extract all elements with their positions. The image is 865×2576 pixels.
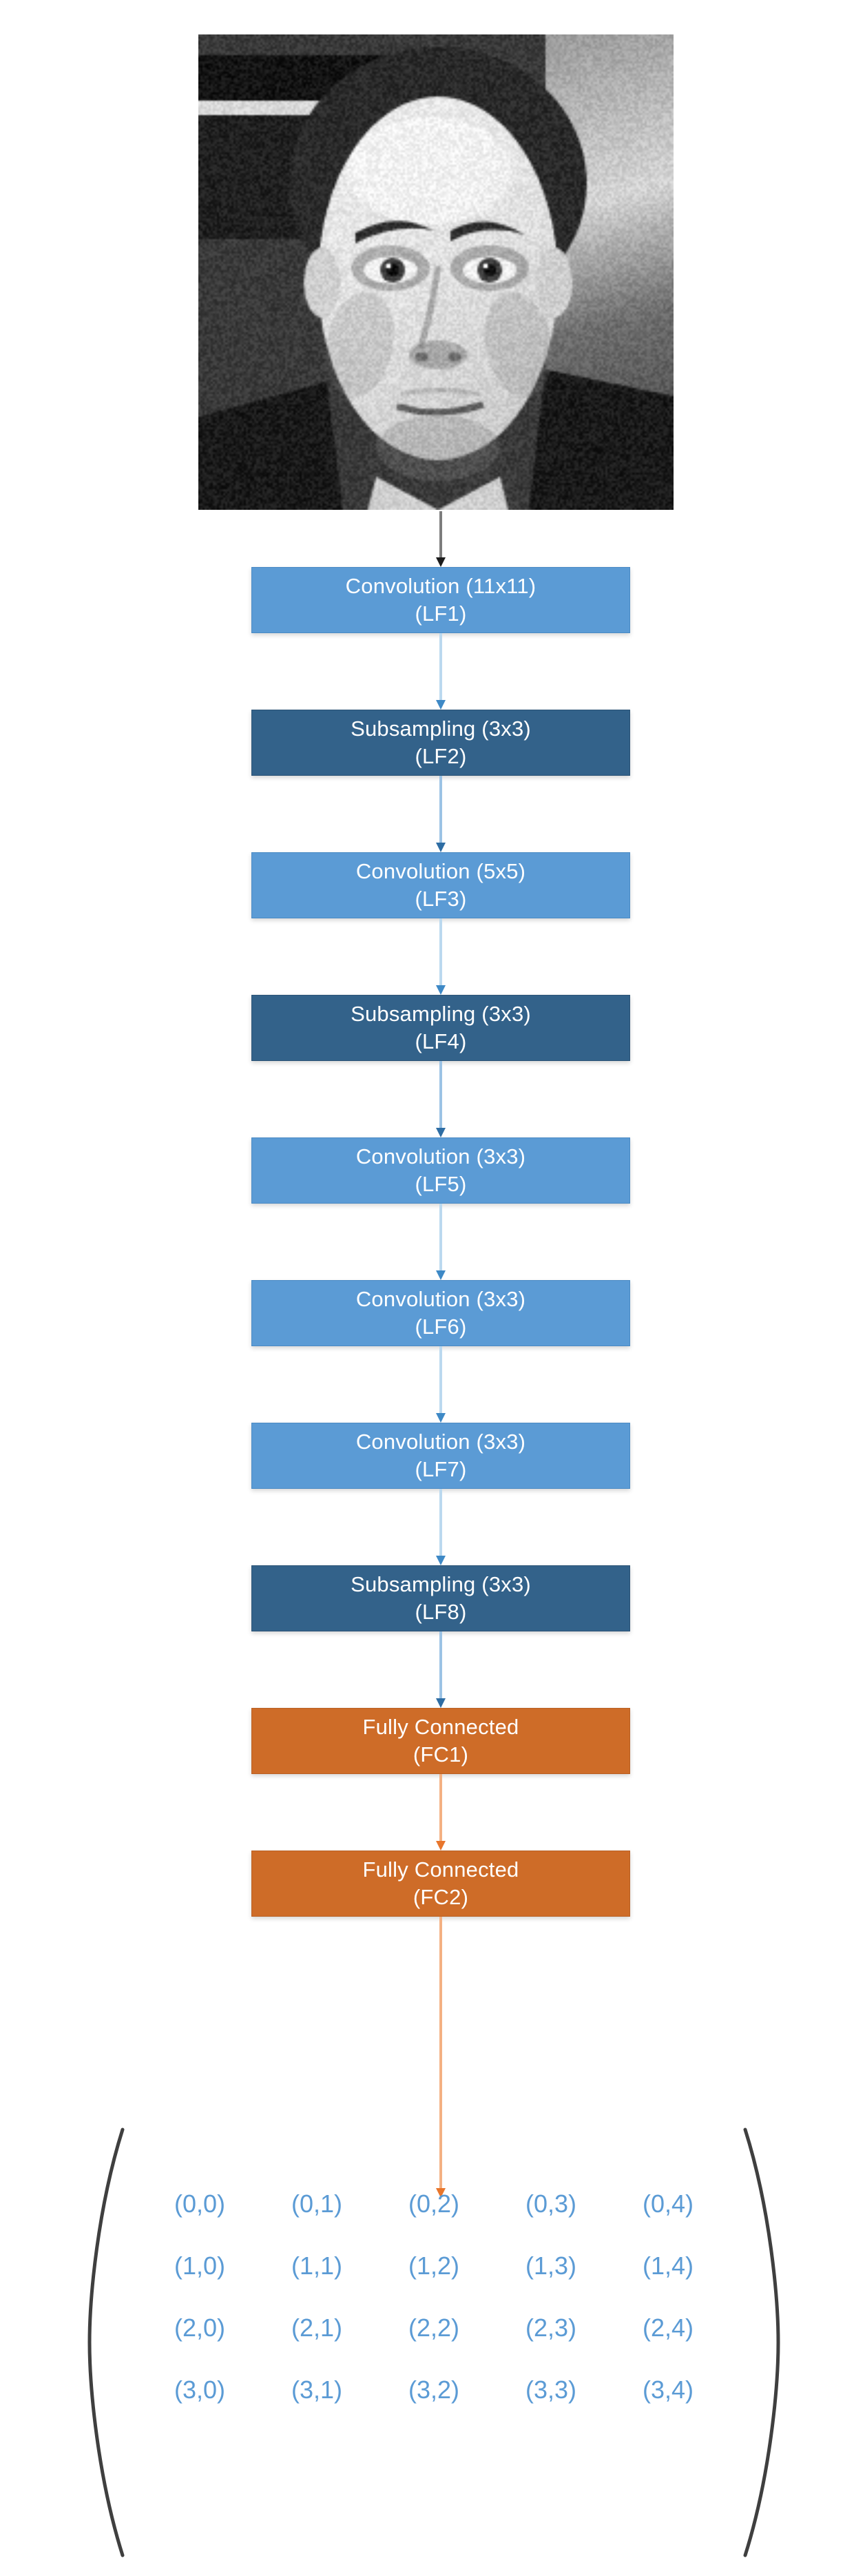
layer-id-label: (LF8) (415, 1598, 466, 1626)
matrix-cell: (3,3) (492, 2378, 609, 2402)
arrow-head-icon (436, 985, 446, 995)
layer-type-label: Convolution (5x5) (356, 858, 525, 885)
arrow-to-lf1 (436, 511, 446, 567)
arrow-shaft (439, 1346, 442, 1414)
face-image-canvas (198, 34, 674, 510)
layer-id-label: (LF5) (415, 1171, 466, 1198)
arrow-shaft (439, 1774, 442, 1842)
layer-type-label: Subsampling (3x3) (351, 1571, 531, 1598)
arrow-to-fc2 (436, 1774, 446, 1851)
layer-type-label: Subsampling (3x3) (351, 715, 531, 743)
left-bracket-icon (80, 2125, 128, 2559)
arrow-shaft (439, 633, 442, 701)
layer-id-label: (FC2) (413, 1884, 468, 1911)
arrow-to-lf5 (436, 1061, 446, 1137)
matrix-cell: (0,4) (609, 2192, 727, 2216)
arrow-to-lf4 (436, 918, 446, 995)
arrow-shaft (439, 1631, 442, 1699)
matrix-cell: (2,0) (141, 2316, 258, 2340)
arrow-shaft (439, 918, 442, 986)
arrow-head-icon (436, 1556, 446, 1565)
matrix-cell: (0,3) (492, 2192, 609, 2216)
layer-block-lf2[interactable]: Subsampling (3x3)(LF2) (251, 710, 630, 776)
matrix-cell: (3,1) (258, 2378, 375, 2402)
arrow-head-icon (436, 1128, 446, 1137)
layer-block-lf6[interactable]: Convolution (3x3)(LF6) (251, 1280, 630, 1346)
arrow-head-icon (436, 700, 446, 710)
matrix-cell: (1,4) (609, 2254, 727, 2278)
arrow-to-lf6 (436, 1204, 446, 1280)
layer-type-label: Convolution (11x11) (346, 573, 536, 600)
arrow-head-icon (436, 843, 446, 852)
matrix-cell: (3,0) (141, 2378, 258, 2402)
arrow-shaft (439, 1204, 442, 1271)
arrow-to-lf7 (436, 1346, 446, 1423)
matrix-cell: (2,1) (258, 2316, 375, 2340)
layer-type-label: Subsampling (3x3) (351, 1000, 531, 1028)
matrix-cell-grid: (0,0)(0,1)(0,2)(0,3)(0,4) (1,0)(1,1)(1,2)… (141, 2192, 727, 2402)
arrow-head-icon (436, 1413, 446, 1423)
matrix-cell: (1,2) (375, 2254, 492, 2278)
arrow-to-lf3 (436, 776, 446, 852)
output-matrix: (0,0)(0,1)(0,2)(0,3)(0,4) (1,0)(1,1)(1,2)… (76, 2125, 792, 2559)
matrix-cell: (2,4) (609, 2316, 727, 2340)
arrow-head-icon (436, 1698, 446, 1708)
layer-block-fc2[interactable]: Fully Connected(FC2) (251, 1851, 630, 1917)
arrow-head-icon (436, 557, 446, 567)
arrow-to-lf8 (436, 1489, 446, 1565)
layer-block-lf5[interactable]: Convolution (3x3)(LF5) (251, 1137, 630, 1204)
layer-type-label: Convolution (3x3) (356, 1286, 525, 1313)
layer-block-lf1[interactable]: Convolution (11x11)(LF1) (251, 567, 630, 633)
layer-type-label: Fully Connected (362, 1856, 519, 1884)
layer-block-lf8[interactable]: Subsampling (3x3)(LF8) (251, 1565, 630, 1631)
matrix-cell: (1,3) (492, 2254, 609, 2278)
layer-id-label: (LF3) (415, 885, 466, 913)
layer-block-lf3[interactable]: Convolution (5x5)(LF3) (251, 852, 630, 918)
matrix-cell: (3,4) (609, 2378, 727, 2402)
arrow-shaft (439, 1061, 442, 1129)
matrix-cell: (1,1) (258, 2254, 375, 2278)
layer-id-label: (LF4) (415, 1028, 466, 1055)
arrow-shaft (439, 511, 442, 558)
arrow-head-icon (436, 1841, 446, 1851)
layer-block-lf4[interactable]: Subsampling (3x3)(LF4) (251, 995, 630, 1061)
layer-type-label: Convolution (3x3) (356, 1428, 525, 1456)
layer-block-lf7[interactable]: Convolution (3x3)(LF7) (251, 1423, 630, 1489)
arrow-to-fc1 (436, 1631, 446, 1708)
matrix-cell: (0,1) (258, 2192, 375, 2216)
matrix-cell: (2,2) (375, 2316, 492, 2340)
matrix-cell: (3,2) (375, 2378, 492, 2402)
arrow-to-lf2 (436, 633, 446, 710)
layer-id-label: (LF6) (415, 1313, 466, 1341)
arrow-shaft (439, 1489, 442, 1556)
layer-id-label: (LF2) (415, 743, 466, 770)
layer-id-label: (LF7) (415, 1456, 466, 1483)
matrix-cell: (2,3) (492, 2316, 609, 2340)
arrow-shaft (439, 776, 442, 843)
arrow-head-icon (436, 1270, 446, 1280)
layer-type-label: Fully Connected (362, 1713, 519, 1741)
layer-id-label: (LF1) (415, 600, 466, 628)
matrix-cell: (1,0) (141, 2254, 258, 2278)
layer-type-label: Convolution (3x3) (356, 1143, 525, 1171)
input-face-photo (198, 34, 674, 510)
layer-id-label: (FC1) (413, 1741, 468, 1769)
matrix-cell: (0,2) (375, 2192, 492, 2216)
layer-block-fc1[interactable]: Fully Connected(FC1) (251, 1708, 630, 1774)
matrix-cell: (0,0) (141, 2192, 258, 2216)
right-bracket-icon (740, 2125, 788, 2559)
